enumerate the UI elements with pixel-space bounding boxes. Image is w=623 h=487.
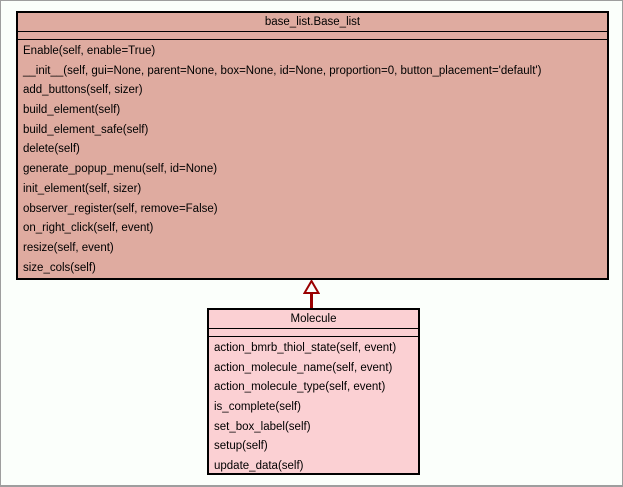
class-box-base-list: base_list.Base_list Enable(self, enable=… <box>16 11 609 280</box>
method-item: resize(self, event) <box>23 241 114 254</box>
class-attributes-compartment-base-list <box>18 32 607 40</box>
method-item: setup(self) <box>214 440 268 453</box>
method-item: build_element(self) <box>23 104 121 117</box>
method-item: add_buttons(self, sizer) <box>23 84 143 97</box>
method-item: size_cols(self) <box>23 261 96 274</box>
class-box-molecule: Molecule action_bmrb_thiol_state(self, e… <box>207 308 420 475</box>
class-title-molecule: Molecule <box>209 310 418 329</box>
method-item: build_element_safe(self) <box>23 123 149 136</box>
method-item: observer_register(self, remove=False) <box>23 202 218 215</box>
method-item: __init__(self, gui=None, parent=None, bo… <box>23 64 542 77</box>
class-title-base-list: base_list.Base_list <box>18 13 607 32</box>
method-item: action_molecule_name(self, event) <box>214 361 393 374</box>
method-item: update_data(self) <box>214 460 304 473</box>
method-item: generate_popup_menu(self, id=None) <box>23 163 218 176</box>
method-item: Enable(self, enable=True) <box>23 45 156 57</box>
hollow-triangle-arrow-icon <box>303 280 320 308</box>
class-attributes-compartment-molecule <box>209 329 418 337</box>
method-item: set_box_label(self) <box>214 420 311 433</box>
method-item: init_element(self, sizer) <box>23 182 142 195</box>
class-methods-compartment-molecule: action_bmrb_thiol_state(self, event) acti… <box>209 337 418 477</box>
method-item: action_molecule_type(self, event) <box>214 381 386 394</box>
method-item: on_right_click(self, event) <box>23 222 154 235</box>
method-item: is_complete(self) <box>214 401 301 414</box>
method-item: delete(self) <box>23 143 80 156</box>
method-item: action_bmrb_thiol_state(self, event) <box>214 342 397 354</box>
inheritance-arrow <box>303 280 320 308</box>
class-methods-compartment-base-list: Enable(self, enable=True) __init__(self, … <box>18 40 607 278</box>
